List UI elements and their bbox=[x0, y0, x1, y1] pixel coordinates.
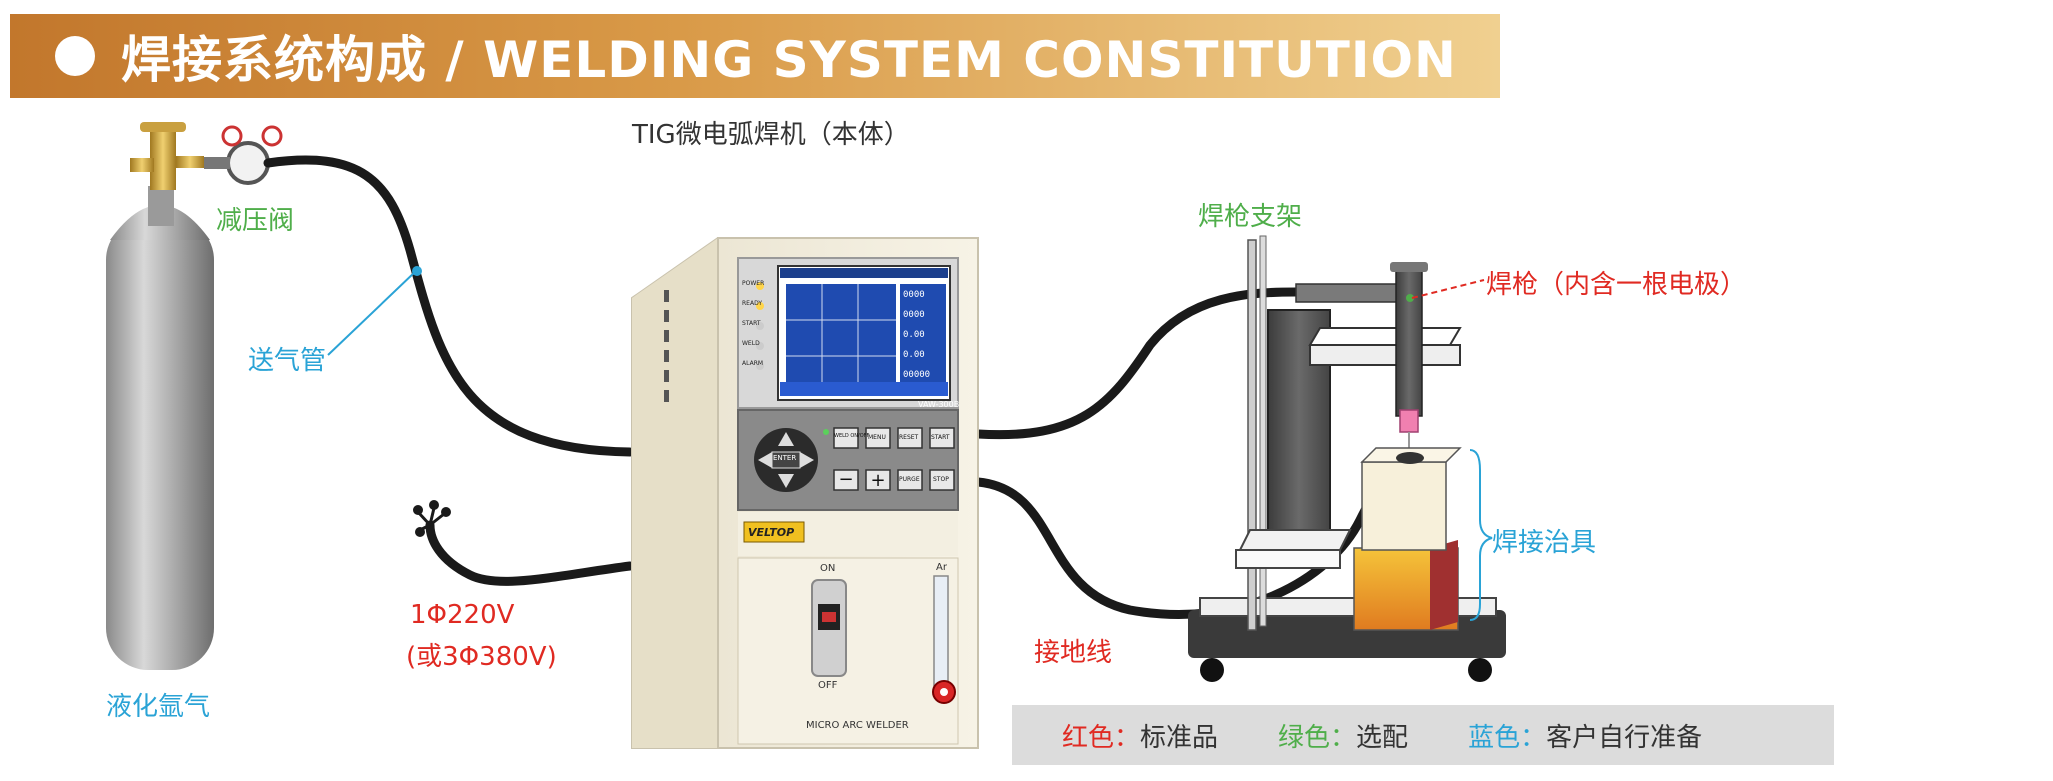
ground-cable-label: 接地线 bbox=[1034, 638, 1113, 668]
fixture-bracket bbox=[1469, 449, 1493, 621]
machine-model: VAW-300B bbox=[918, 400, 960, 409]
page-title: 焊接系统构成 / WELDING SYSTEM CONSTITUTION bbox=[121, 31, 1457, 89]
legend-blue-value: 客户自行准备 bbox=[1546, 722, 1703, 753]
screen-reading-3: 0.00 bbox=[903, 330, 925, 340]
bullet-icon bbox=[55, 36, 95, 76]
argon-cylinder-label: 液化氩气 bbox=[106, 692, 211, 722]
torch-leader bbox=[1411, 279, 1485, 299]
legend-red-key: 红色： bbox=[1062, 722, 1141, 753]
screen-reading-1: 0000 bbox=[903, 290, 925, 300]
led-power-label: POWER bbox=[742, 280, 765, 287]
key-stop: STOP bbox=[933, 476, 949, 483]
svg-text:+: + bbox=[870, 470, 885, 491]
welding-torch-icon bbox=[1390, 262, 1428, 448]
screen-reading-4: 0.00 bbox=[903, 350, 925, 360]
power-cable bbox=[425, 520, 635, 586]
enter-key-label: ENTER bbox=[773, 454, 797, 462]
screen-reading-5: 00000 bbox=[903, 370, 931, 380]
gas-hose-leader bbox=[327, 270, 417, 356]
machine-brand: VELTOP bbox=[748, 526, 795, 539]
key-reset: RESET bbox=[899, 434, 919, 441]
svg-text:−: − bbox=[838, 469, 853, 490]
pressure-regulator-icon bbox=[204, 125, 283, 185]
welding-fixture bbox=[1353, 447, 1462, 631]
gas-hose-label: 送气管 bbox=[248, 346, 327, 376]
gas-hose bbox=[263, 155, 635, 457]
welding-machine: − + bbox=[631, 237, 979, 749]
header-banner: 焊接系统构成 / WELDING SYSTEM CONSTITUTION bbox=[10, 14, 1500, 98]
power-switch-off-label: OFF bbox=[818, 680, 838, 691]
cylinder-valve-icon bbox=[130, 122, 204, 190]
led-ready-label: READY bbox=[742, 300, 763, 307]
regulator-label: 减压阀 bbox=[216, 206, 295, 236]
key-weld-onoff: WELD ON/OFF bbox=[834, 433, 870, 439]
torch-label: 焊枪（内含一根电极） bbox=[1486, 270, 1747, 300]
color-legend: 红色： 标准品 绿色： 选配 蓝色： 客户自行准备 bbox=[1012, 705, 1834, 765]
key-start: START bbox=[931, 434, 950, 441]
key-purge: PURGE bbox=[899, 476, 920, 483]
screen-reading-2: 0000 bbox=[903, 310, 925, 320]
led-weld-label: WELD bbox=[742, 340, 760, 347]
status-leds bbox=[756, 282, 764, 370]
led-start-label: START bbox=[742, 320, 761, 327]
power-plug-wires-icon bbox=[413, 500, 451, 537]
led-alarm-label: ALARM bbox=[742, 360, 764, 367]
machine-front-label: MICRO ARC WELDER bbox=[806, 720, 909, 731]
fixture-label: 焊接治具 bbox=[1492, 528, 1597, 558]
legend-green-key: 绿色： bbox=[1278, 722, 1357, 753]
legend-green-value: 选配 bbox=[1356, 722, 1409, 753]
legend-blue-key: 蓝色： bbox=[1468, 722, 1547, 753]
power-spec-label: 1Φ220V bbox=[410, 600, 515, 630]
machine-title-label: TIG微电弧焊机（本体） bbox=[632, 120, 910, 150]
key-menu: MENU bbox=[868, 434, 886, 441]
flowmeter-label: Ar bbox=[936, 562, 947, 573]
power-switch-on-label: ON bbox=[820, 563, 836, 574]
power-spec-alt-label: (或3Φ380V) bbox=[406, 642, 557, 672]
torch-stand-label: 焊枪支架 bbox=[1198, 202, 1303, 232]
legend-red-value: 标准品 bbox=[1140, 722, 1219, 753]
argon-cylinder bbox=[106, 186, 214, 670]
